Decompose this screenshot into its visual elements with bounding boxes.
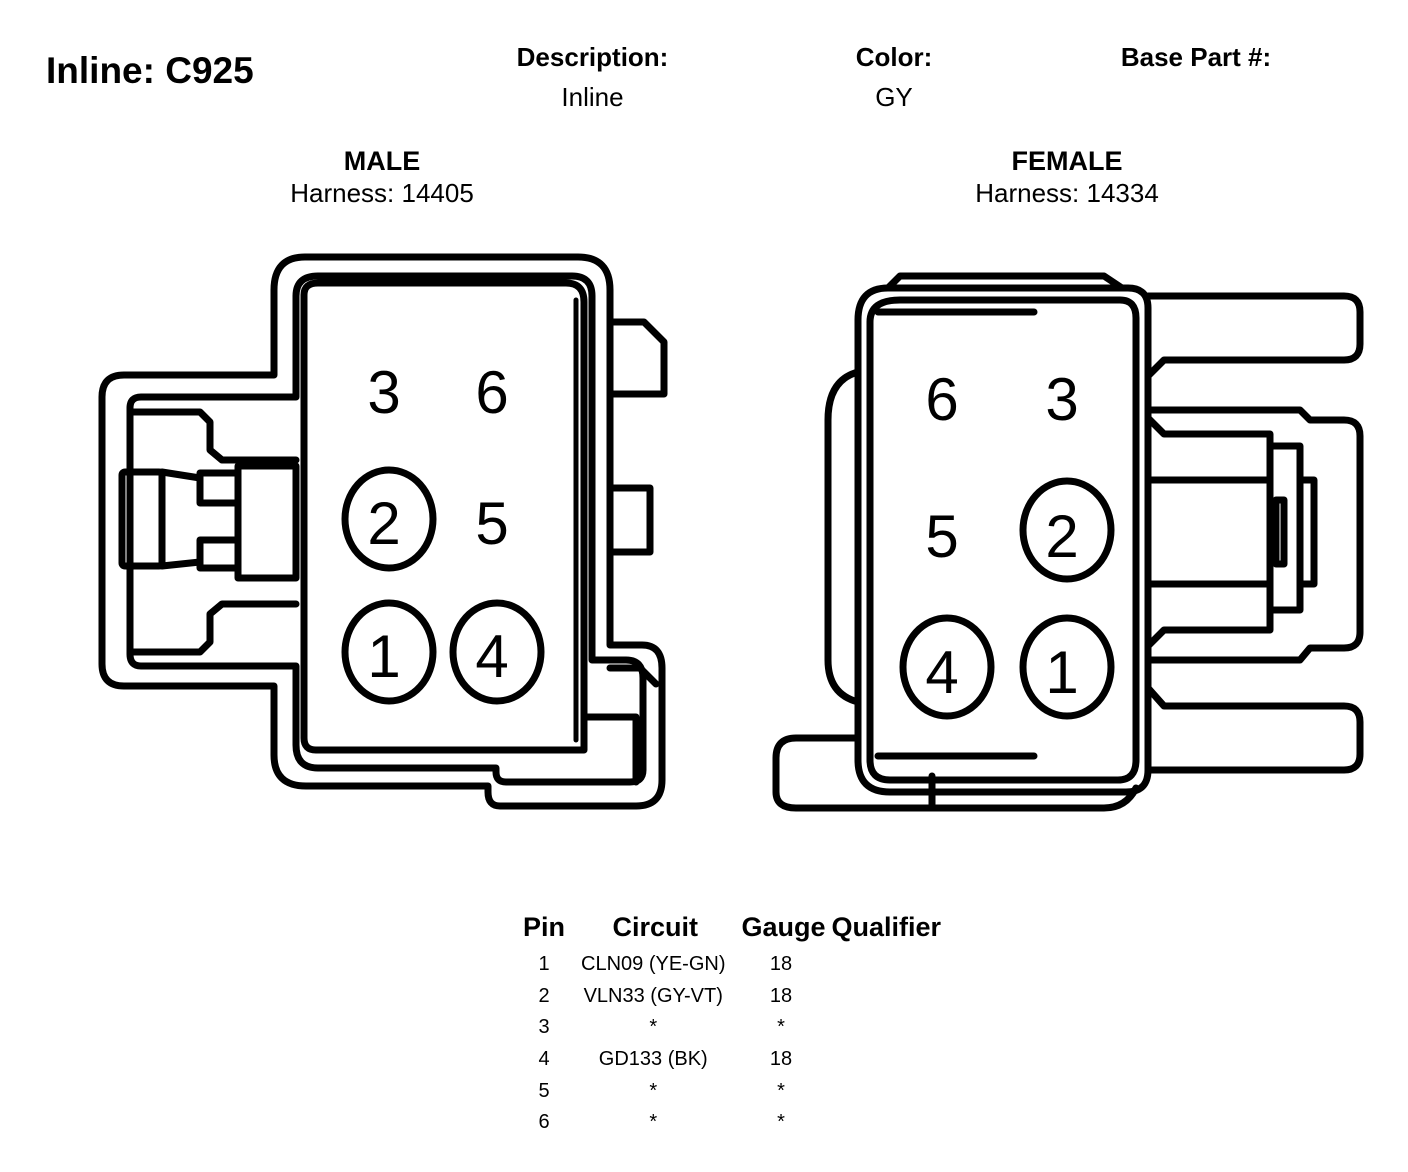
header-gauge: Gauge (741, 912, 826, 942)
male-pin-label-5: 5 (475, 490, 508, 557)
row-pin: 3 (538, 1016, 550, 1039)
male-pin-label-4: 4 (475, 623, 508, 690)
female-pin-2-circle (1019, 477, 1115, 583)
male-connector-body (98, 253, 668, 810)
row-qualifier (829, 1075, 950, 1107)
row-qualifier (829, 1107, 950, 1139)
connector-title: Inline: C925 (46, 50, 254, 91)
male-title: MALE (343, 146, 421, 176)
row-qualifier (829, 949, 950, 981)
row-pin: 2 (538, 984, 550, 1007)
row-circuit: * (649, 1016, 658, 1039)
row-pin: 6 (538, 1111, 550, 1134)
table-row: 4 GD133 (BK) 18 (515, 1044, 949, 1076)
male-pin-label-2: 2 (367, 490, 400, 557)
row-pin: 5 (538, 1079, 550, 1102)
table-row: 2 VLN33 (GY-VT) 18 (515, 981, 949, 1013)
row-gauge: * (777, 1111, 785, 1134)
table-row: 5 * * (515, 1075, 949, 1107)
pin-table: Pin Circuit Gauge Qualifier 1 CLN09 (YE-… (515, 912, 949, 1139)
male-pin-1-circle (341, 599, 437, 705)
male-pin-label-3: 3 (367, 359, 400, 426)
row-gauge: 18 (769, 953, 793, 976)
female-pin-1-circle (1019, 614, 1115, 720)
female-pin-label-6: 6 (925, 366, 958, 433)
female-pin-label-4: 4 (925, 639, 958, 706)
row-gauge: * (777, 1079, 785, 1102)
row-circuit: GD133 (BK) (598, 1048, 708, 1071)
table-row: 6 * * (515, 1107, 949, 1139)
female-title: FEMALE (1011, 146, 1123, 176)
header-qualifier: Qualifier (831, 912, 942, 942)
male-pin-label-6: 6 (475, 359, 508, 426)
male-harness: Harness: 14405 (290, 178, 474, 208)
color-label: Color: (855, 42, 933, 72)
female-pin-label-3: 3 (1045, 366, 1078, 433)
row-qualifier (829, 1012, 950, 1044)
female-pin-4-circle (899, 614, 995, 720)
description-label: Description: (516, 42, 669, 72)
female-pin-label-2: 2 (1045, 503, 1078, 570)
female-harness: Harness: 14334 (975, 178, 1159, 208)
female-connector-body (772, 272, 1364, 812)
row-circuit: * (649, 1111, 658, 1134)
color-value: GY (875, 82, 913, 112)
table-row: 3 * * (515, 1012, 949, 1044)
row-circuit: CLN09 (YE-GN) (581, 953, 726, 976)
row-qualifier (829, 981, 950, 1013)
header-circuit: Circuit (612, 912, 699, 942)
row-qualifier (829, 1044, 950, 1076)
row-pin: 1 (538, 953, 550, 976)
female-pin-label-1: 1 (1045, 639, 1078, 706)
header-pin: Pin (523, 912, 566, 942)
male-pin-4-circle (449, 599, 545, 705)
male-pin-label-1: 1 (367, 623, 400, 690)
table-row: 1 CLN09 (YE-GN) 18 (515, 949, 949, 981)
base-part-label: Base Part #: (1120, 42, 1272, 72)
row-gauge: 18 (769, 984, 793, 1007)
description-value: Inline (561, 82, 624, 112)
row-pin: 4 (538, 1048, 550, 1071)
row-gauge: 18 (769, 1048, 793, 1071)
pin-table-header: Pin Circuit Gauge Qualifier (515, 912, 949, 949)
male-pin-2-circle (341, 466, 437, 572)
row-gauge: * (777, 1016, 785, 1039)
female-pin-label-5: 5 (925, 503, 958, 570)
row-circuit: VLN33 (GY-VT) (583, 984, 723, 1007)
row-circuit: * (649, 1079, 658, 1102)
